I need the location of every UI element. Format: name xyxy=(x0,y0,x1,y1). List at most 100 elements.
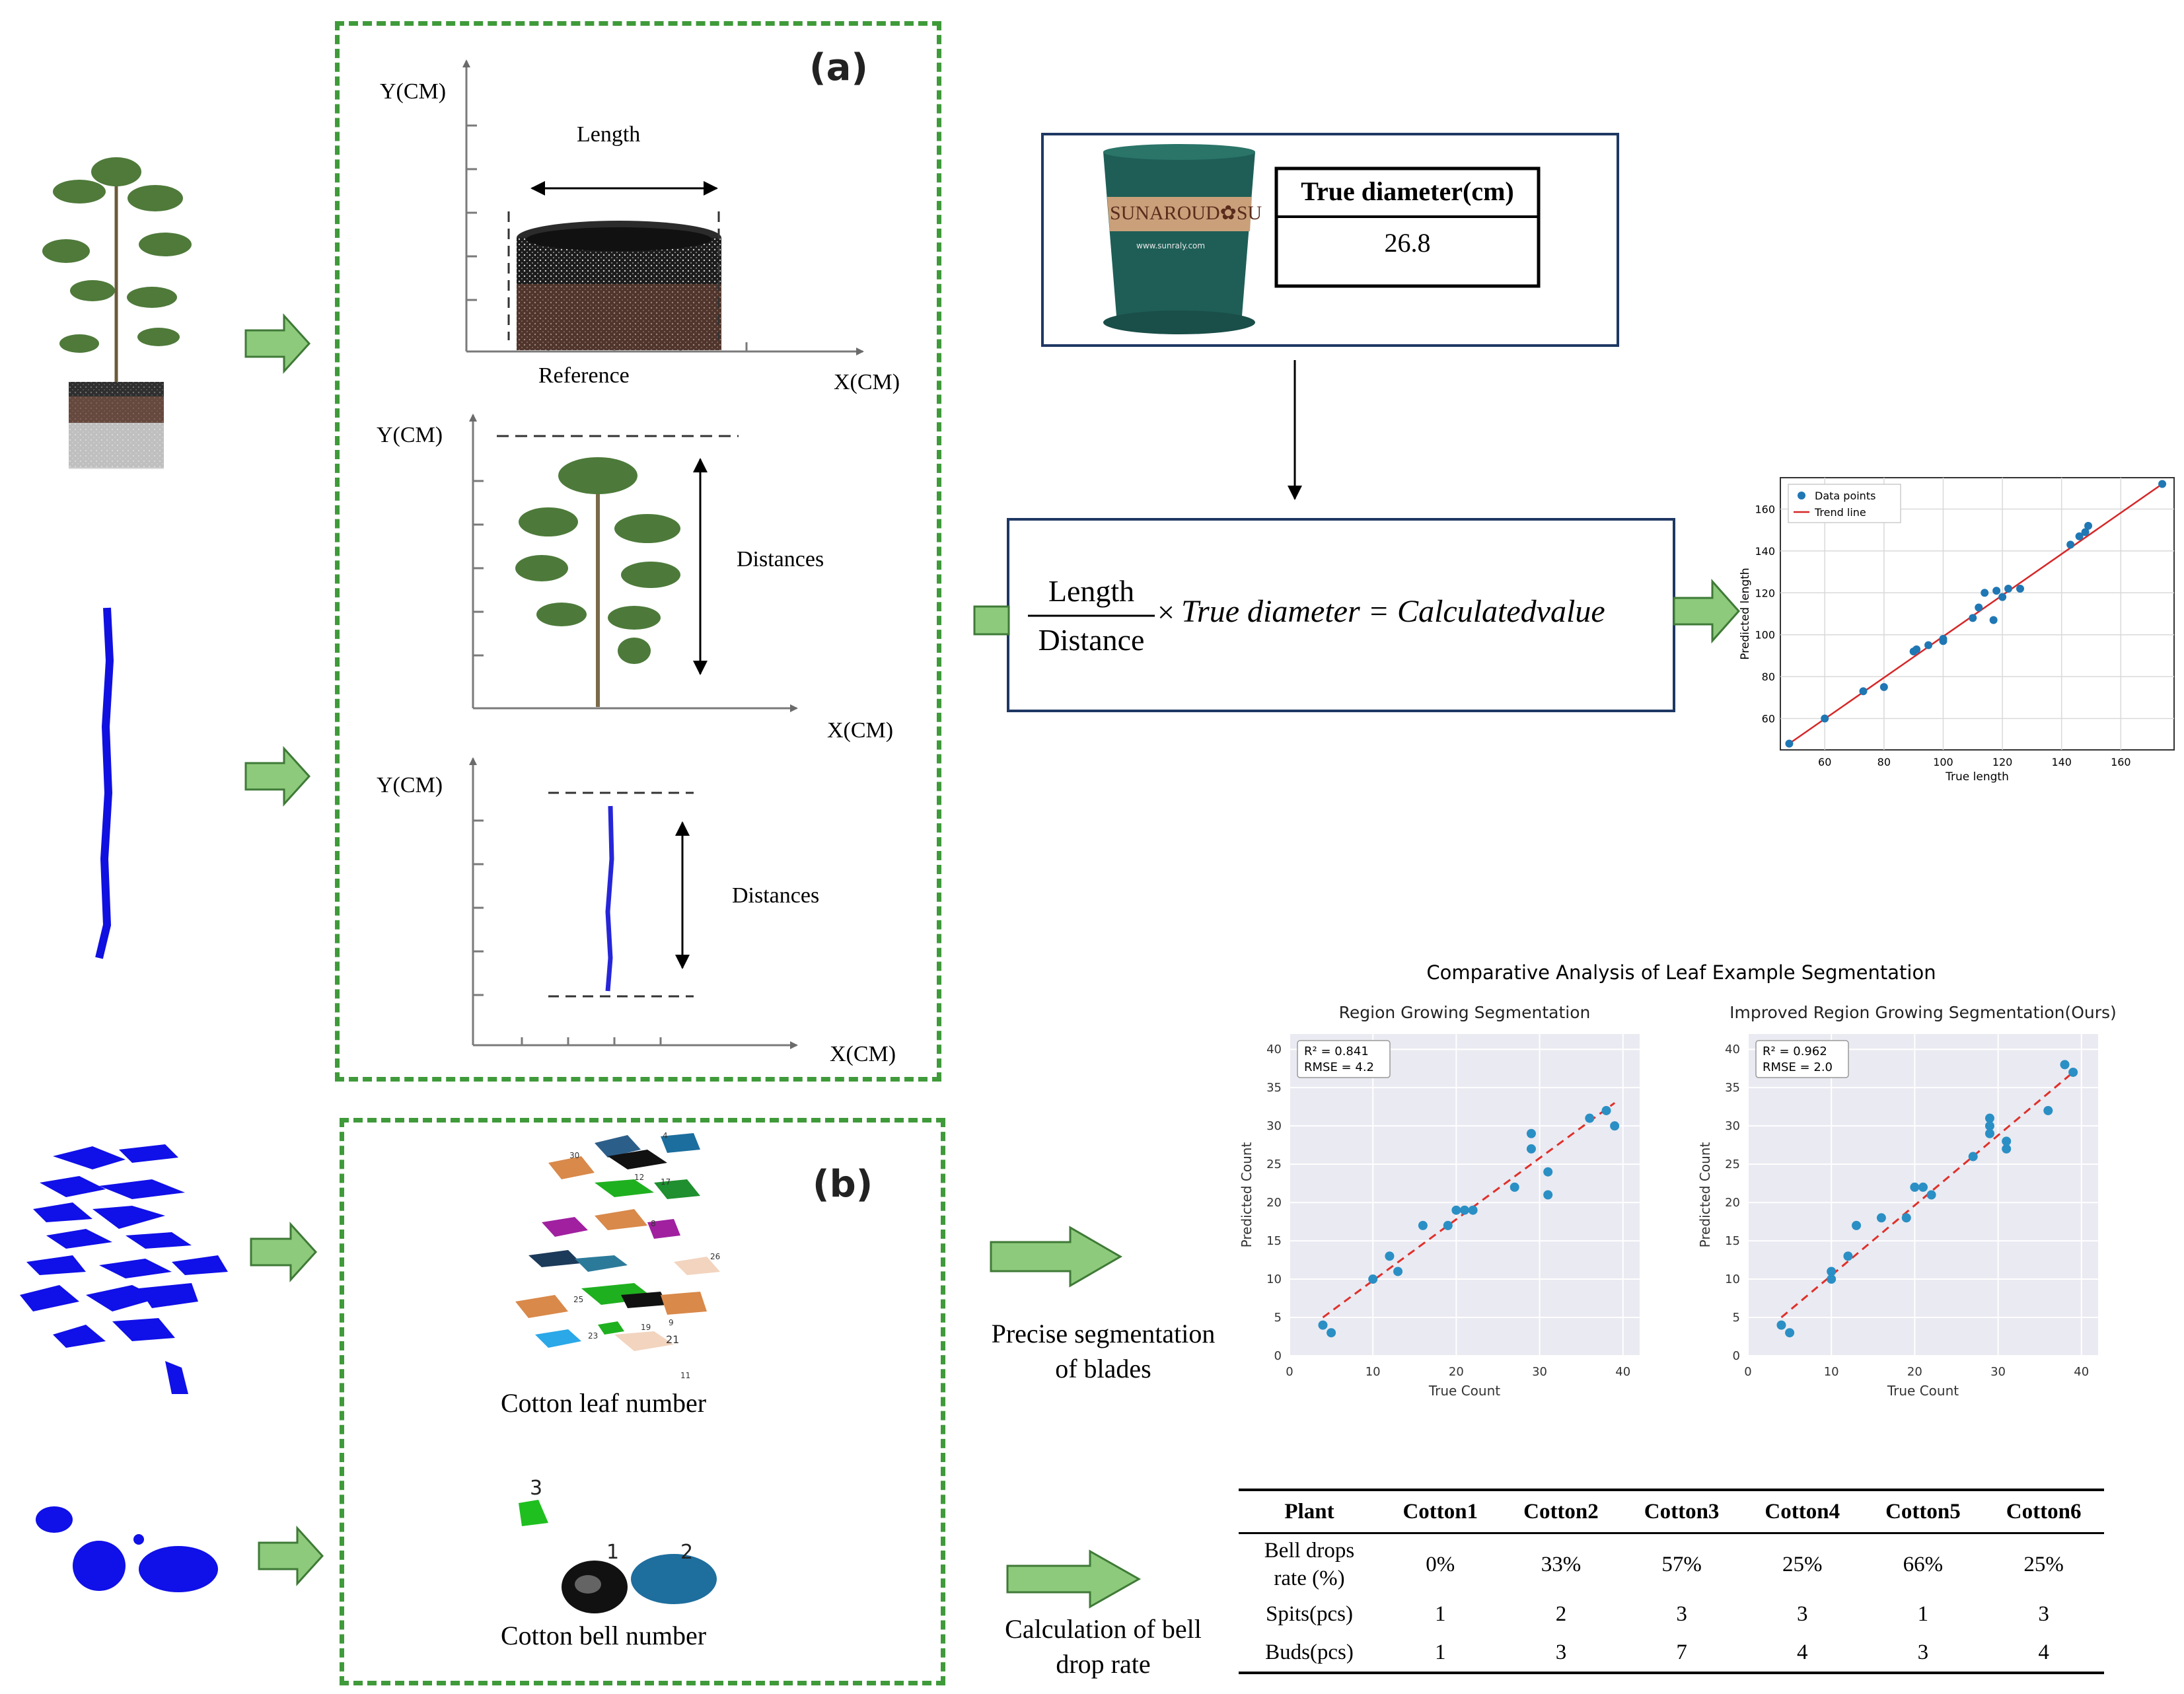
table-header: Cotton6 xyxy=(1983,1489,2104,1534)
segmented-bolls xyxy=(519,1500,717,1613)
y-tick-label: 5 xyxy=(1733,1311,1740,1325)
data-point xyxy=(1468,1205,1478,1215)
table-cell: 3 xyxy=(1500,1633,1622,1674)
bell-id-3: 3 xyxy=(530,1477,543,1500)
table-cell: 33% xyxy=(1541,1552,1582,1576)
x-tick-label: 20 xyxy=(1907,1365,1922,1379)
table-cell: 66% xyxy=(1903,1552,1944,1576)
annotation-box xyxy=(1297,1040,1391,1078)
green-arrow-2 xyxy=(244,746,311,807)
table-cell: 3 xyxy=(1862,1633,1984,1674)
data-point xyxy=(2081,528,2090,536)
x-axis-label: True Count xyxy=(1428,1383,1500,1399)
data-point xyxy=(1968,1152,1978,1161)
green-arrow-bell xyxy=(1006,1549,1142,1609)
row-label-line: Bell drops xyxy=(1264,1539,1355,1563)
blue-leaves-pointcloud xyxy=(20,1144,228,1394)
table-cell: 25% xyxy=(1782,1552,1823,1576)
y-axis-label: Predicted Count xyxy=(1239,1142,1255,1248)
formula-numerator: Length xyxy=(1048,574,1135,608)
x-tick-label: 40 xyxy=(1615,1365,1630,1379)
legend-marker xyxy=(1798,492,1805,499)
table-row: Buds(pcs) 1 3 7 4 3 4 xyxy=(1239,1633,2104,1674)
annotation-r2: R² = 0.841 xyxy=(1304,1045,1369,1058)
leaf-id-26: 26 xyxy=(710,1252,721,1261)
data-point xyxy=(1393,1267,1403,1276)
data-point xyxy=(1610,1121,1620,1131)
annotation-box xyxy=(1755,1040,1849,1078)
y-tick-label: 30 xyxy=(1266,1119,1282,1133)
data-point xyxy=(1526,1128,1536,1138)
data-point xyxy=(1975,603,1983,612)
cotton-plant-pointcloud xyxy=(42,157,192,469)
data-point xyxy=(2084,521,2093,530)
green-arrow-4 xyxy=(258,1526,324,1586)
chart2-ylabel: Y(CM) xyxy=(377,423,443,447)
stem-pointcloud xyxy=(95,607,114,959)
leaf-id-17: 17 xyxy=(661,1177,671,1187)
bell-id-1: 1 xyxy=(606,1541,620,1564)
y-tick-label: 35 xyxy=(1266,1081,1282,1095)
pot-box-frame xyxy=(1041,133,1619,347)
x-tick-label: 10 xyxy=(1824,1365,1839,1379)
table-cell: 4 xyxy=(1741,1633,1863,1674)
bell-drop-table: Plant Cotton1 Cotton2 Cotton3 Cotton4 Co… xyxy=(1239,1489,2104,1674)
leaf-id-21: 21 xyxy=(666,1333,680,1346)
data-point xyxy=(1385,1251,1395,1261)
chart3-xlabel: X(CM) xyxy=(830,1042,896,1066)
chart2-xlabel: X(CM) xyxy=(827,718,894,743)
data-point xyxy=(1852,1220,1862,1230)
data-point xyxy=(2004,584,2013,593)
data-point xyxy=(1992,587,2001,595)
length-label: Length xyxy=(577,122,641,147)
data-point xyxy=(2002,1144,2012,1154)
table-header: Cotton2 xyxy=(1500,1489,1622,1534)
formula-denominator: Distance xyxy=(1038,623,1145,657)
data-point xyxy=(1981,589,1989,597)
table-cell: 1 xyxy=(1379,1633,1501,1674)
data-point xyxy=(1785,739,1794,748)
data-point xyxy=(1984,1128,1994,1138)
leaf-id-19: 19 xyxy=(641,1323,651,1332)
table-cell: 2 xyxy=(1555,1602,1567,1626)
segmentation-text-line2: of blades xyxy=(1055,1354,1151,1383)
data-point xyxy=(1460,1205,1469,1215)
y-tick-label: 30 xyxy=(1725,1119,1740,1133)
y-tick-label: 60 xyxy=(1762,712,1775,725)
green-arrow-segmentation xyxy=(990,1226,1122,1288)
reference-pot-pointcloud xyxy=(517,221,721,350)
table-cell: 0% xyxy=(1426,1552,1455,1576)
legend-label: Trend line xyxy=(1814,506,1866,519)
panel-a-frame xyxy=(335,21,941,1082)
x-axis-label: True Count xyxy=(1887,1383,1959,1399)
data-point xyxy=(1984,1113,1994,1123)
data-point xyxy=(1843,1251,1853,1261)
table-cell: 3 xyxy=(1797,1602,1808,1626)
reference-dashed-guides xyxy=(507,211,720,340)
reference-label: Reference xyxy=(538,363,630,388)
y-tick-label: 15 xyxy=(1725,1234,1740,1248)
x-tick-label: 60 xyxy=(1818,756,1831,768)
data-point xyxy=(1543,1167,1553,1177)
table-row: Spits(pcs) 1 2 3 3 1 3 xyxy=(1239,1595,2104,1633)
data-point xyxy=(1827,1274,1837,1284)
x-tick-label: 160 xyxy=(2111,756,2131,768)
stem-image xyxy=(605,805,614,992)
data-point xyxy=(1827,1267,1837,1276)
segmentation-text-line1: Precise segmentation xyxy=(991,1319,1216,1348)
chart3-ylabel: Y(CM) xyxy=(377,773,443,797)
data-point xyxy=(1984,1121,1994,1131)
data-point xyxy=(1327,1328,1336,1338)
formula-times: × xyxy=(1157,595,1175,629)
panel-b-label: (b) xyxy=(813,1163,873,1206)
panel-a-chart3-axes xyxy=(469,757,798,1049)
chart2-distance-label: Distances xyxy=(737,547,824,571)
table-row-label: Spits(pcs) xyxy=(1265,1602,1353,1626)
data-point xyxy=(2066,540,2075,549)
data-point xyxy=(2060,1060,2070,1070)
x-tick-label: 0 xyxy=(1286,1365,1293,1379)
annotation-rmse: RMSE = 2.0 xyxy=(1763,1060,1833,1074)
plant-image xyxy=(515,457,680,707)
